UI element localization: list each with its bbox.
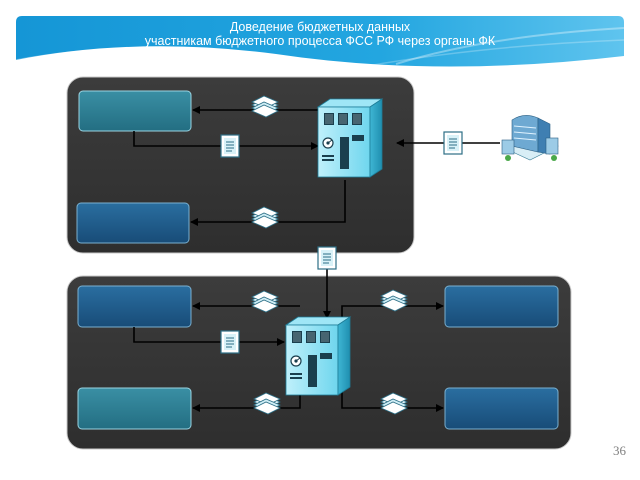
document-icon bbox=[220, 134, 240, 158]
document-icon bbox=[220, 330, 240, 354]
arrow-server-to-bottom-left-2 bbox=[192, 392, 301, 412]
title-line-2: участникам бюджетного процесса ФСС РФ че… bbox=[144, 34, 496, 48]
document-icon bbox=[443, 131, 463, 155]
title-line-1: Доведение бюджетных данных bbox=[229, 20, 411, 34]
top-left-box-2 bbox=[76, 202, 190, 244]
title-banner bbox=[16, 16, 624, 68]
bottom-left-box-2 bbox=[77, 387, 192, 430]
bottom-right-box-2 bbox=[444, 387, 559, 430]
bottom-left-box-1 bbox=[77, 285, 192, 328]
page-number: 36 bbox=[613, 443, 626, 458]
top-server-building-icon bbox=[317, 98, 383, 178]
office-building-icon bbox=[501, 115, 559, 161]
slide-title: Доведение бюджетных данных участникам бю… bbox=[16, 20, 624, 48]
arrow-top-box-1-to-server bbox=[133, 131, 319, 150]
arrow-server-to-top-box-2 bbox=[190, 180, 346, 226]
arrow-server-to-bottom-right-2 bbox=[341, 388, 444, 412]
bottom-right-box-1 bbox=[444, 285, 559, 328]
bottom-server-building-icon bbox=[285, 316, 351, 396]
bottom-arrows bbox=[133, 302, 444, 412]
document-icon bbox=[317, 246, 337, 270]
top-left-box-1 bbox=[78, 90, 192, 132]
